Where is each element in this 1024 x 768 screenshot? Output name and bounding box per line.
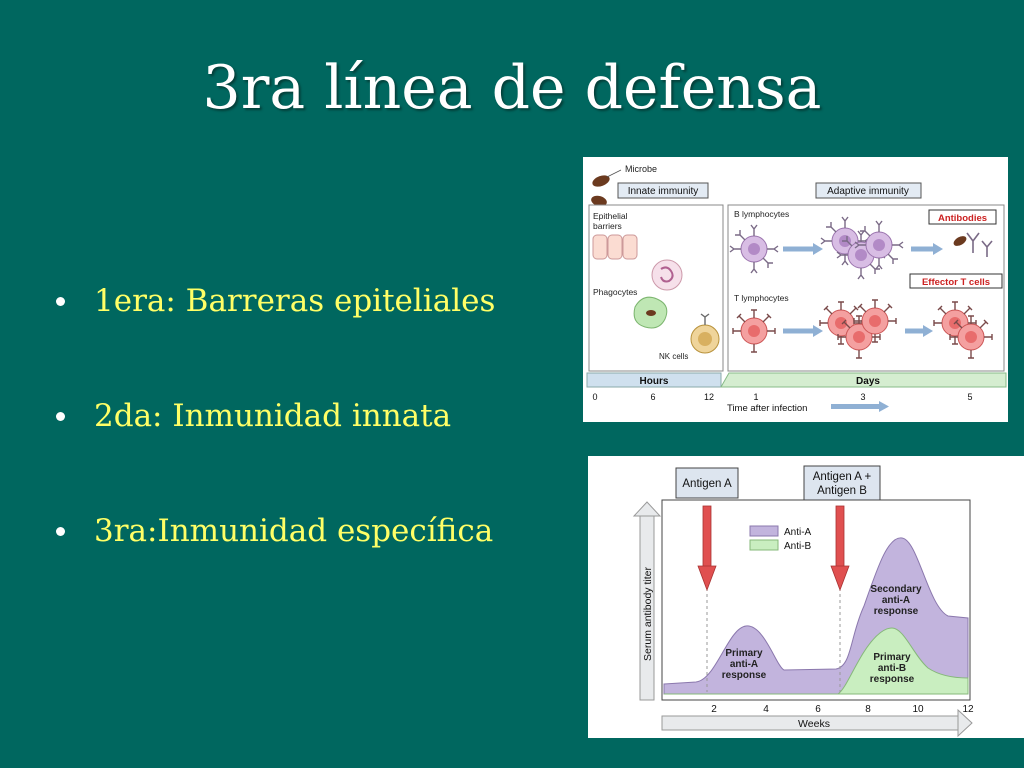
antibodies-label: Antibodies: [938, 213, 987, 224]
hour-tick: 12: [704, 392, 714, 402]
days-bar: [720, 372, 1007, 388]
innate-immunity-box: [617, 182, 709, 199]
legend-label: Anti-A: [784, 527, 812, 538]
bullet-list: 1era: Barreras epiteliales 2da: Inmunida…: [52, 280, 495, 625]
x-tick: 6: [815, 704, 821, 715]
bullet-dot-icon: [56, 412, 65, 421]
primary-a-label: response: [722, 670, 767, 681]
antigen-a-box: [675, 467, 739, 499]
day-tick: 5: [967, 392, 972, 402]
y-axis-arrow-icon: [632, 501, 662, 701]
x-axis-ticks: 2 4 6 8 10 12: [711, 704, 974, 715]
bullet-text: 3ra:Inmunidad específica: [94, 513, 494, 549]
phagocytes-label: Phagocytes: [593, 287, 637, 297]
y-axis-label: Serum antibody titer: [642, 567, 654, 661]
antigen-ab-arrow-icon: [830, 505, 850, 592]
effector-t-cells-box: [909, 273, 1003, 289]
immunity-figure: Microbe Innate immunity Adaptive immunit…: [583, 157, 1008, 422]
x-tick: 8: [865, 704, 871, 715]
bullet-item: 2da: Inmunidad innata: [52, 395, 495, 437]
microbe-icon: [591, 175, 610, 207]
antigen-ab-box: [803, 465, 881, 501]
epithelial-label: barriers: [593, 221, 622, 231]
anti-b-area: [664, 627, 969, 695]
slide-title: 3ra línea de defensa: [202, 53, 822, 123]
antibody-response-diagram: Antigen A Antigen A + Antigen B Anti-A A…: [632, 465, 974, 738]
legend: Anti-A Anti-B: [749, 525, 812, 552]
legend-label: Anti-B: [784, 541, 812, 552]
bullet-text: 1era: Barreras epiteliales: [94, 283, 496, 319]
x-axis-label: Weeks: [798, 718, 830, 730]
innate-immunity-label: Innate immunity: [628, 186, 699, 197]
time-arrow-icon: [831, 401, 889, 412]
x-tick: 4: [763, 704, 769, 715]
x-axis-arrow-icon: [661, 708, 973, 738]
bullet-item: 1era: Barreras epiteliales: [52, 280, 495, 322]
primary-b-label: response: [870, 674, 915, 685]
antigen-ab-label: Antigen A +: [813, 471, 872, 483]
primary-b-label: anti-B: [878, 663, 906, 674]
bullet-dot-icon: [56, 527, 65, 536]
b-lymphocytes-label: B lymphocytes: [734, 209, 789, 219]
x-tick: 2: [711, 704, 717, 715]
day-tick: 1: [753, 392, 758, 402]
hours-bar: [586, 372, 722, 388]
primary-b-label: Primary: [873, 652, 911, 663]
effector-t-cells-label: Effector T cells: [922, 277, 990, 288]
antigen-a-arrow-icon: [697, 505, 717, 592]
secondary-a-label: Secondary: [870, 584, 922, 595]
secondary-a-label: response: [874, 606, 919, 617]
x-tick: 12: [962, 704, 974, 715]
legend-swatch-anti-a: [749, 525, 779, 537]
adaptive-immunity-label: Adaptive immunity: [827, 186, 909, 197]
bullet-text: 2da: Inmunidad innata: [94, 398, 452, 434]
bullet-dot-icon: [56, 297, 65, 306]
time-after-infection-label: Time after infection: [727, 403, 807, 414]
antibodies-box: [928, 209, 997, 225]
antibody-response-figure: Antigen A Antigen A + Antigen B Anti-A A…: [588, 456, 1024, 738]
legend-swatch-anti-b: [749, 539, 779, 551]
primary-a-label: Primary: [725, 648, 763, 659]
hour-tick: 0: [592, 392, 597, 402]
antibody-icon: [966, 232, 993, 257]
antigen-a-label: Antigen A: [682, 478, 732, 490]
phagocyte-icon: [633, 259, 683, 329]
hours-label: Hours: [640, 376, 669, 387]
adaptive-immunity-box: [815, 182, 922, 199]
antigen-ab-label: Antigen B: [817, 485, 867, 497]
hour-tick: 6: [650, 392, 655, 402]
microbe-icon: [953, 236, 967, 246]
t-lymphocytes-label: T lymphocytes: [734, 293, 789, 303]
immunity-diagram: Microbe Innate immunity Adaptive immunit…: [586, 164, 1007, 414]
bullet-item: 3ra:Inmunidad específica: [52, 510, 495, 552]
secondary-a-label: anti-A: [882, 595, 910, 606]
microbe-label: Microbe: [625, 164, 657, 174]
epithelial-label: Epithelial: [593, 211, 628, 221]
x-tick: 10: [912, 704, 924, 715]
day-tick: 3: [860, 392, 865, 402]
primary-a-label: anti-A: [730, 659, 758, 670]
epithelial-barrier-icon: [592, 234, 638, 260]
days-label: Days: [856, 376, 880, 387]
nk-cells-label: NK cells: [659, 352, 688, 361]
nk-cell-icon: [690, 313, 720, 354]
